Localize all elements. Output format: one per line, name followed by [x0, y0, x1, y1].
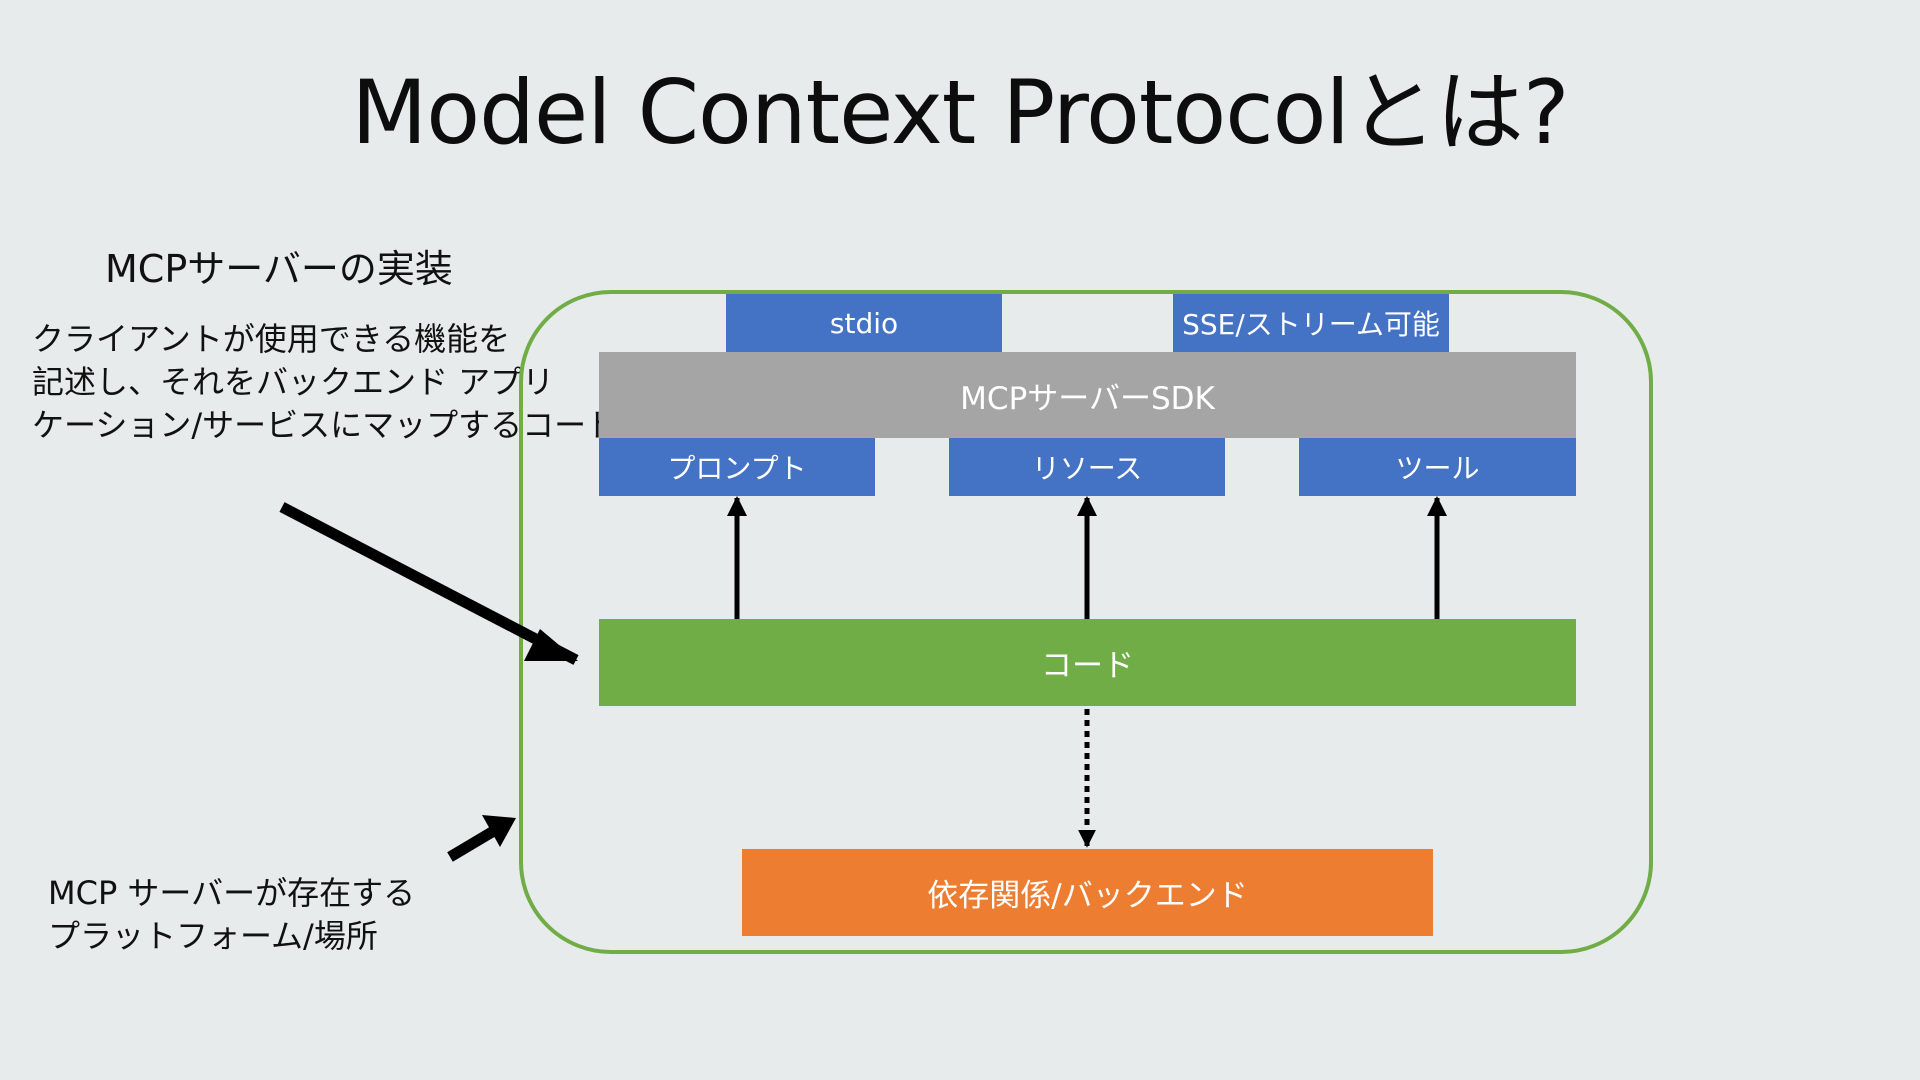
code-box: コード — [599, 619, 1576, 706]
capability-resources-box: リソース — [949, 438, 1225, 496]
transport-stdio-box: stdio — [726, 294, 1002, 352]
pointer-arrowhead-to-container — [482, 815, 516, 847]
server-implementation-description: クライアントが使用できる機能を 記述し、それをバックエンド アプリ ケーション/… — [32, 318, 619, 447]
transport-sse-box: SSE/ストリーム可能 — [1173, 294, 1449, 352]
platform-description: MCP サーバーが存在する プラットフォーム/場所 — [48, 872, 415, 958]
description-line: 記述し、それをバックエンド アプリ — [32, 363, 555, 401]
server-implementation-heading: MCPサーバーの実装 — [105, 247, 453, 291]
pointer-arrow-to-container — [447, 827, 495, 862]
platform-line: プラットフォーム/場所 — [48, 917, 378, 955]
slide-title: Model Context Protocolとは? — [351, 61, 1569, 164]
description-line: クライアントが使用できる機能を — [32, 320, 511, 358]
server-sdk-box: MCPサーバーSDK — [599, 352, 1576, 438]
capability-prompts-box: プロンプト — [599, 438, 875, 496]
capability-tools-box: ツール — [1299, 438, 1576, 496]
platform-line: MCP サーバーが存在する — [48, 874, 416, 912]
description-line: ケーション/サービスにマップするコード — [32, 406, 619, 444]
backend-box: 依存関係/バックエンド — [742, 849, 1433, 936]
